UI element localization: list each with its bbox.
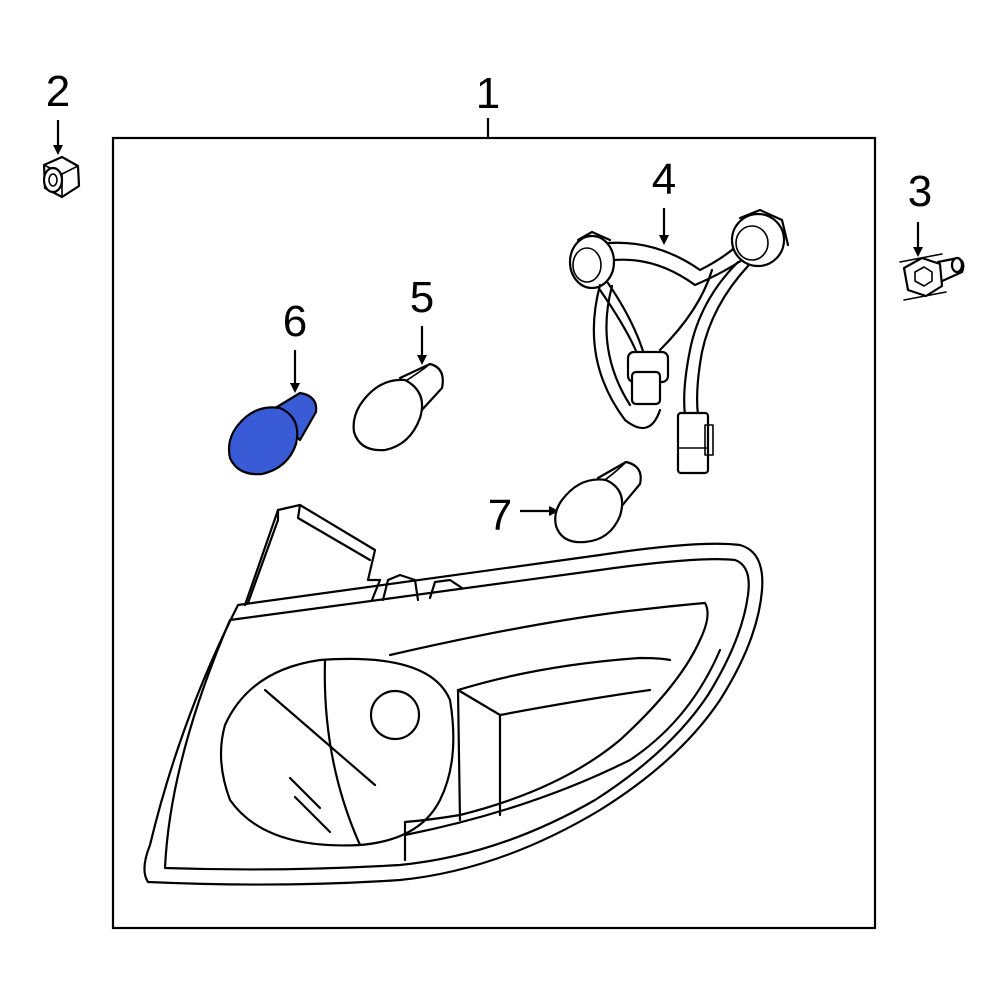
callout-7[interactable]: 7 xyxy=(488,491,512,540)
bulb-7-part[interactable] xyxy=(554,460,642,544)
bulb-5-part[interactable] xyxy=(352,362,444,452)
wiring-harness-part[interactable] xyxy=(568,208,790,475)
assembly-frame xyxy=(111,136,877,930)
callout-4[interactable]: 4 xyxy=(652,155,676,204)
screw-part[interactable] xyxy=(899,253,965,301)
hex-nut-part[interactable] xyxy=(42,155,81,199)
callout-3[interactable]: 3 xyxy=(908,167,932,216)
bulb-6-part-highlighted[interactable] xyxy=(227,391,318,476)
callout-2[interactable]: 2 xyxy=(46,67,70,116)
callout-1[interactable]: 1 xyxy=(476,69,500,118)
callout-6[interactable]: 6 xyxy=(283,297,307,346)
tail-lamp-housing[interactable] xyxy=(143,503,764,886)
callout-5[interactable]: 5 xyxy=(410,273,434,322)
